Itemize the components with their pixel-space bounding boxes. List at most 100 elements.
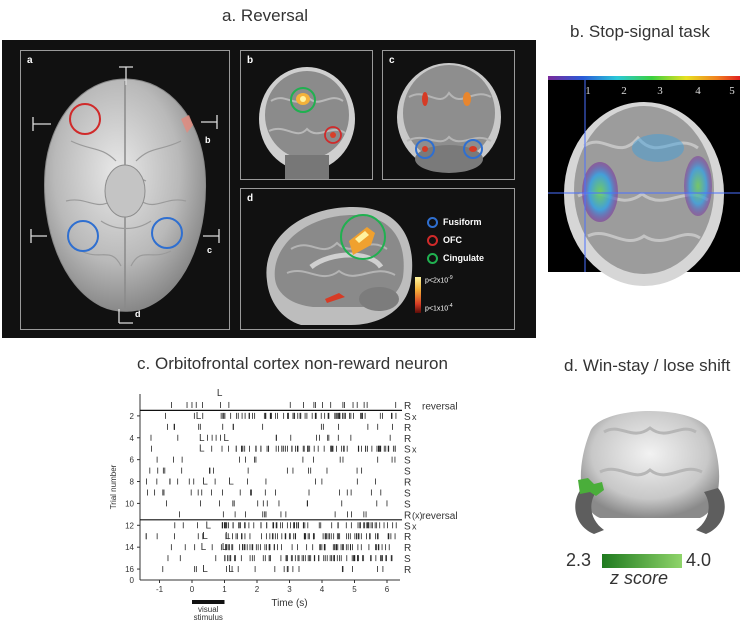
colorbar-tick-1: 1 [585,85,591,97]
x-tick-label: 5 [352,585,357,594]
heat-scale-top-label: p<2x10-9 [425,275,453,285]
trial-outcome: R [404,401,411,412]
x-tick-label: 3 [287,585,292,594]
activation-ws [578,478,604,496]
lever-marker: L [199,433,205,444]
x-tick-label: 0 [190,585,195,594]
lever-marker: L [228,477,234,488]
marker-b-label: b [205,135,211,145]
reversal-label: reversal [422,401,458,412]
crosshair-left-low [30,229,47,243]
y-axis-label: Trial number [109,464,118,509]
activation-c-fl [422,146,428,152]
fusiform-ring-c-right [463,139,483,159]
x-tick-label: 6 [385,585,390,594]
trial-outcome: R [404,510,411,521]
panel-a-title-text: Reversal [240,6,309,25]
trial-outcome: R [404,423,411,434]
brain-c [403,65,495,161]
activation-c-right [463,92,471,106]
stimulus-bar [192,600,225,604]
trial-outcome-mark: x [412,521,417,531]
subpanel-d-label: d [247,193,254,204]
temporal-right [696,488,725,534]
lever-marker: L [223,433,229,444]
coronal-view-b: b [240,50,373,180]
crosshair-right [201,115,218,129]
ventral-brain-drawing [30,66,220,324]
activation-upper [632,134,684,162]
crosshair-left [32,117,51,131]
panel-d-letter: d. [564,356,579,375]
activation-b-core [300,96,306,102]
legend-fusiform-icon [427,217,438,229]
sagittal-view-d: d Fusiform OFC [240,188,515,330]
trial-outcome: S [404,445,411,456]
lever-marker: L [196,411,202,422]
trial-outcome: S [404,467,411,478]
activation-c-left [422,92,428,106]
x-tick-label: 1 [222,585,227,594]
lever-marker: L [199,444,205,455]
cerebellum-d [359,287,399,311]
trial-outcome: S [404,456,411,467]
ofc-ring-b [324,126,342,144]
activation-d-lower [325,293,345,303]
subpanel-b-label: b [247,55,254,66]
x-tick-label: -1 [156,585,164,594]
legend-cingulate-icon [427,253,438,265]
trial-outcome-mark: x [412,445,417,455]
ofc-ring [69,103,101,135]
trial-outcome: R [404,565,411,576]
y-tick-label: 10 [125,499,134,508]
y-tick-label: 8 [130,478,135,487]
y-tick-label: 0 [130,576,135,585]
zscore-gradient [602,554,682,568]
neck-b [285,155,329,179]
zscore-min: 2.3 [566,550,592,570]
colorbar [548,76,740,80]
trial-outcome: S [404,521,411,532]
trial-outcome: S [404,412,411,423]
legend-ofc: OFC [427,235,462,247]
activation-right [684,156,712,216]
temporal-left [575,488,604,534]
trial-outcome: R [404,543,411,554]
reversal-figure: a b c d [2,40,536,338]
lever-marker: L [202,564,208,575]
ventral-brain-view: a b c d [20,50,230,330]
y-tick-label: 14 [125,543,134,552]
fusiform-ring-right [151,217,183,249]
panel-b-title-text: Stop-signal task [588,22,710,41]
crosshair-bottom [118,309,133,324]
win-stay-figure [575,411,725,534]
coronal-view-c: c [382,50,515,180]
zscore-colorbar [602,554,682,568]
panel-b-title: b. Stop-signal task [570,22,710,42]
cingulate-ring-b [290,87,316,113]
activation-c-fr [469,146,477,152]
stimulus-label-line1: visual [198,605,219,614]
crosshair-right-low [203,229,220,243]
x-axis-label: Time (s) [271,598,307,609]
brainstem [104,164,146,218]
y-tick-label: 2 [130,412,135,421]
trial-outcome: S [404,554,411,565]
y-tick-label: 12 [125,521,134,530]
ofc-blob [181,115,193,133]
panel-c-letter: c. [137,354,151,373]
trial-outcome: R [404,532,411,543]
legend-ofc-icon [427,235,438,247]
lever-marker: L [228,564,234,575]
coronal-b-drawing [259,67,355,179]
trial-outcome: S [404,488,411,499]
lever-marker: L [202,477,208,488]
subpanel-a-label: a [27,55,33,66]
activation-left [582,162,618,222]
panel-d-title-text: Win-stay / lose shift [582,356,731,375]
lever-marker: L [222,542,228,553]
marker-d-label: d [135,309,141,319]
